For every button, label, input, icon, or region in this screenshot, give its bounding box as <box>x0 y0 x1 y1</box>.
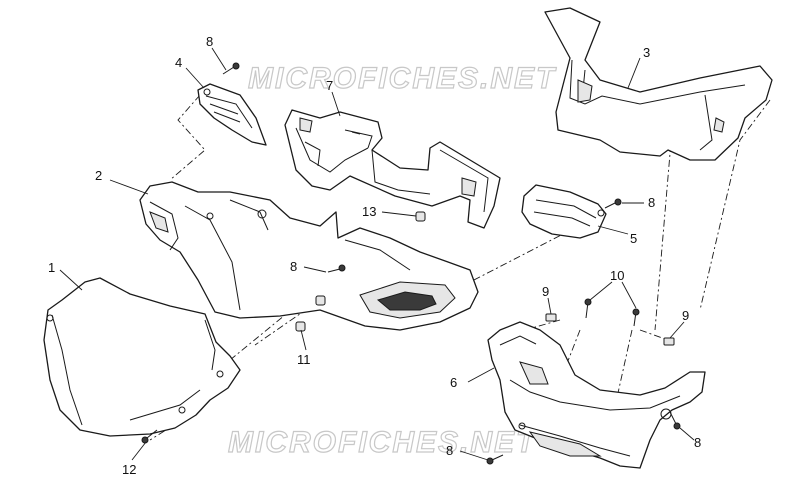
callout-8: 8 <box>694 435 701 450</box>
callout-4: 4 <box>175 55 182 70</box>
callout-2: 2 <box>95 168 102 183</box>
callout-5: 5 <box>630 231 637 246</box>
callout-10: 10 <box>610 268 624 283</box>
callout-labels: 8 4 3 7 2 1 13 8 8 5 9 9 10 6 11 12 8 8 <box>48 34 701 477</box>
part-2-handlebar-cover <box>139 181 479 331</box>
part-1-front-shield <box>43 277 241 437</box>
part-5-right-cover <box>521 184 607 239</box>
callout-8: 8 <box>206 34 213 49</box>
callout-6: 6 <box>450 375 457 390</box>
watermark-top: MICROFICHES.NET <box>248 62 557 95</box>
callout-8: 8 <box>648 195 655 210</box>
callout-12: 12 <box>122 462 136 477</box>
leader-lines <box>59 47 695 461</box>
callout-3: 3 <box>643 45 650 60</box>
watermark-bottom: MICROFICHES.NET <box>228 426 537 459</box>
part-4-left-cover <box>197 83 267 146</box>
callout-1: 1 <box>48 260 55 275</box>
callout-9: 9 <box>682 308 689 323</box>
callout-11: 11 <box>297 352 311 367</box>
callout-9: 9 <box>542 284 549 299</box>
callout-13: 13 <box>362 204 376 219</box>
part-7-dashboard-frame <box>284 109 501 229</box>
fasteners <box>141 62 681 465</box>
callout-8: 8 <box>290 259 297 274</box>
part-3-rear-tray <box>544 7 773 161</box>
callout-8: 8 <box>446 443 453 458</box>
callout-7: 7 <box>326 78 333 93</box>
part-6-lower-bracket <box>487 321 706 469</box>
